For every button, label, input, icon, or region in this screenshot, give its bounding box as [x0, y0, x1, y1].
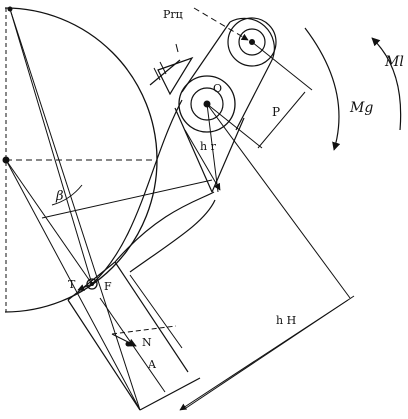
moment-mg-arc [304, 27, 341, 151]
tool-body [67, 261, 201, 411]
link-curve-2 [114, 191, 215, 263]
n-point [125, 341, 131, 347]
label-t: T [68, 278, 76, 291]
label-mg: Mg [349, 100, 373, 116]
upper-pulley [227, 17, 277, 67]
beta-line [41, 179, 213, 219]
label-p: P [272, 105, 280, 119]
linkage-arm [174, 107, 213, 193]
p-extension-1 [251, 41, 313, 91]
radial-line-3 [5, 159, 93, 285]
link-curve-1 [91, 99, 183, 285]
beta-arc [51, 184, 83, 206]
label-prq: Prц [163, 8, 183, 21]
force-prq-arrow [193, 7, 249, 41]
p-dimension [257, 91, 306, 149]
radial-line-2 [9, 8, 141, 411]
moment-ml-arc [371, 37, 402, 131]
label-o: O [213, 82, 222, 95]
force-n-arrow [111, 333, 137, 347]
hr-extension [206, 103, 219, 193]
label-beta: β [55, 189, 64, 204]
p-extension-2 [206, 103, 263, 149]
label-hr: h r [200, 140, 217, 153]
link-curve-3 [129, 199, 216, 273]
label-ml: Ml [384, 54, 404, 70]
link-plate [181, 17, 275, 131]
force-f-arrow [91, 277, 99, 285]
hn-dimension [179, 299, 349, 411]
force-t-arrow [77, 283, 93, 291]
radial-line-1 [9, 8, 93, 285]
label-n: N [142, 336, 152, 349]
linkage-arm-2 [211, 117, 245, 193]
hr-dimension [184, 129, 221, 191]
hn-extension-1 [206, 103, 351, 299]
label-a: A [147, 358, 157, 371]
label-hn: h H [276, 314, 296, 327]
contact-point [86, 278, 98, 290]
radial-line-4 [5, 159, 141, 411]
label-f: F [104, 280, 112, 293]
fixed-support [149, 43, 194, 96]
